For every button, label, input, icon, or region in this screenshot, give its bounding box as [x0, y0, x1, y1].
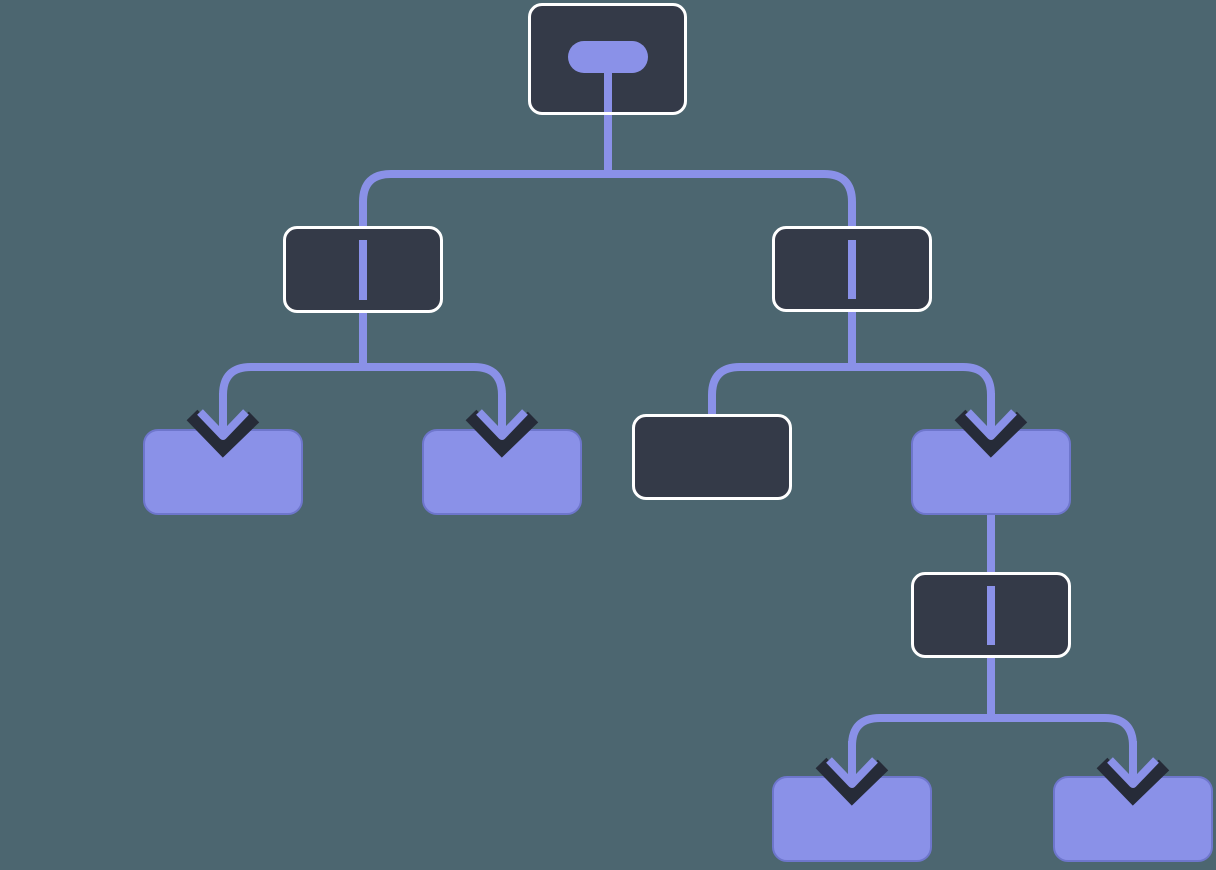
- branch-right-line: [848, 240, 856, 299]
- node-leaf-4: [911, 429, 1071, 515]
- connector-right-bar: [708, 363, 995, 426]
- arrow-into-leaf-1: [186, 393, 260, 458]
- node-leaf-1: [143, 429, 303, 515]
- root-pill-stem: [603, 68, 612, 112]
- connector-left-bar: [219, 363, 506, 426]
- connector-top-bar: [359, 170, 856, 232]
- arrow-into-leaf-2: [465, 393, 539, 458]
- node-branch-right: [772, 226, 932, 312]
- node-leaf-3: [632, 414, 792, 500]
- node-branch-bottom: [911, 572, 1071, 658]
- root-pill-shape: [567, 41, 648, 73]
- branch-bottom-line: [987, 586, 995, 645]
- node-branch-left: [283, 226, 443, 313]
- branch-left-line: [359, 240, 367, 300]
- connector-bottom-bar: [848, 714, 1137, 773]
- arrow-into-leaf-5: [815, 741, 889, 806]
- node-leaf-2: [422, 429, 582, 515]
- arrow-into-leaf-6: [1096, 741, 1170, 806]
- node-leaf-5: [772, 776, 932, 862]
- node-leaf-6: [1053, 776, 1213, 862]
- node-root: [528, 3, 687, 115]
- arrow-into-leaf-4: [954, 393, 1028, 458]
